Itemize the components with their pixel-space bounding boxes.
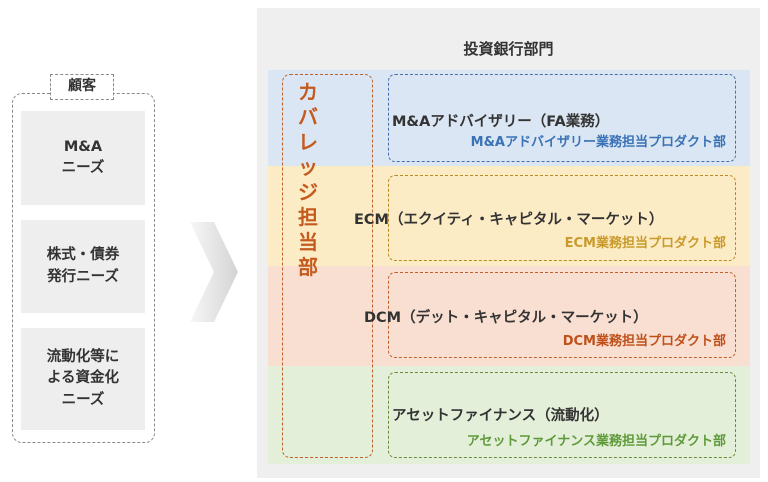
band-ecm [268, 166, 750, 266]
dept-name-ecm: ECM業務担当プロダクト部 [564, 236, 726, 251]
ib-title: 投資銀行部門 [463, 40, 554, 58]
coverage-dept-box [282, 74, 373, 458]
product-box-ma [388, 74, 736, 162]
band-ma [268, 70, 750, 166]
business-name-dcm: DCM（デット・キャピタル・マーケット） [364, 310, 648, 326]
need-equity-debt: 株式・債券 発行ニーズ [21, 220, 145, 313]
coverage-dept-label: カ バ レ ッ ジ 担 当 部 [298, 80, 318, 279]
need-ma: M&A ニーズ [21, 111, 145, 205]
customer-title: 顧客 [50, 74, 114, 100]
dept-name-asset-finance: アセットファイナンス業務担当プロダクト部 [466, 434, 726, 449]
band-asset-finance [268, 366, 750, 464]
business-name-asset-finance: アセットファイナンス（流動化） [392, 408, 609, 424]
band-dcm [268, 266, 750, 366]
dept-name-dcm: DCM業務担当プロダクト部 [562, 334, 726, 349]
chevron-right-icon [190, 222, 238, 322]
business-name-ecm: ECM（エクイティ・キャピタル・マーケット） [354, 212, 664, 228]
product-box-dcm [388, 272, 736, 358]
product-box-ecm [388, 175, 736, 261]
dept-name-ma: M&Aアドバイザリー業務担当プロダクト部 [470, 135, 726, 150]
product-box-asset-finance [388, 372, 736, 458]
business-name-ma: M&Aアドバイザリー（FA業務） [392, 114, 610, 130]
need-securitization: 流動化等に よる資金化 ニーズ [21, 328, 145, 430]
